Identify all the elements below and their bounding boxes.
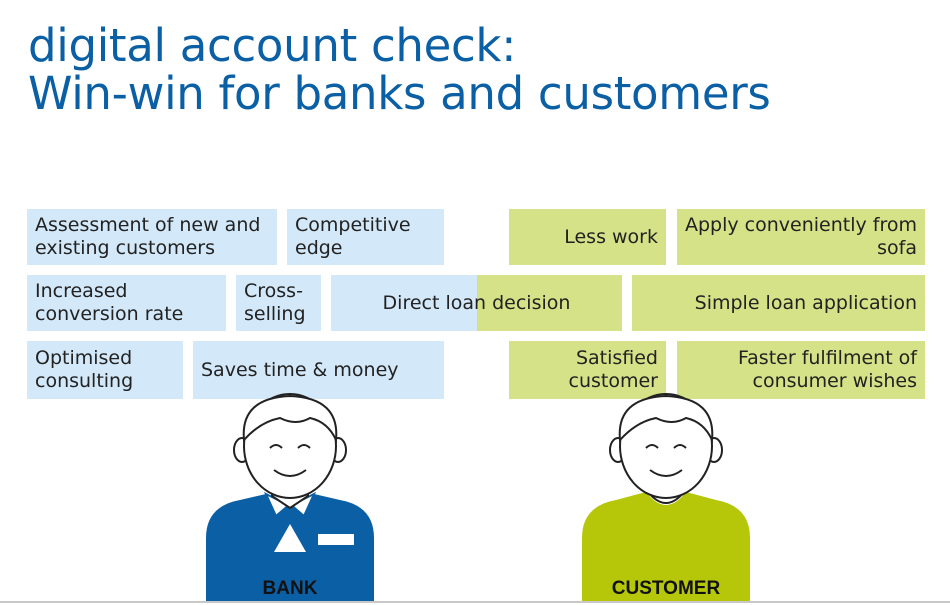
customer-benefit-satisfied: Satisfied customer <box>509 341 666 399</box>
customer-benefit-less-work-text: Less work <box>564 225 658 248</box>
bank-benefit-competitive-edge-text: Competitive edge <box>295 214 411 259</box>
bank-benefit-saves-time: Saves time & money <box>193 341 444 399</box>
bank-benefit-cross-selling-text: Cross-selling <box>244 280 306 325</box>
customer-benefit-apply-from-sofa-text: Apply conveniently from sofa <box>685 214 918 259</box>
bank-benefit-assessment-text: Assessment of new and existing customers <box>35 214 261 259</box>
customer-benefit-faster-fulfilment-text: Faster fulfilment of consumer wishes <box>737 347 917 392</box>
customer-body <box>582 492 750 602</box>
title-line-2: Win-win for banks and customers <box>28 67 771 120</box>
slide-title: digital account check: Win-win for banks… <box>28 22 771 118</box>
bank-benefit-competitive-edge: Competitive edge <box>287 209 444 265</box>
slide-bottom-divider <box>0 601 950 603</box>
shared-benefit-direct-loan-decision-text: Direct loan decision <box>382 291 571 314</box>
title-line-1: digital account check: <box>28 19 517 72</box>
customer-benefit-apply-from-sofa: Apply conveniently from sofa <box>677 209 925 265</box>
shared-benefit-direct-loan-decision: Direct loan decision <box>331 275 622 331</box>
customer-benefit-faster-fulfilment: Faster fulfilment of consumer wishes <box>677 341 925 399</box>
bank-employee-hair <box>242 394 338 444</box>
bank-benefit-conversion-rate-text: Increased conversion rate <box>35 280 184 325</box>
bank-benefit-consulting: Optimised consulting <box>27 341 183 399</box>
bank-benefit-consulting-text: Optimised consulting <box>35 347 134 392</box>
bank-employee-figure: BANK <box>206 393 374 602</box>
customer-benefit-less-work: Less work <box>509 209 666 265</box>
bank-label: BANK <box>263 578 318 599</box>
tie-icon <box>274 524 306 552</box>
customer-label: CUSTOMER <box>612 578 721 599</box>
bank-benefit-conversion-rate: Increased conversion rate <box>27 275 226 331</box>
customer-benefit-simple-loan-text: Simple loan application <box>694 291 917 314</box>
bank-benefit-saves-time-text: Saves time & money <box>201 358 399 381</box>
bank-benefit-cross-selling: Cross-selling <box>236 275 321 331</box>
bank-benefit-assessment: Assessment of new and existing customers <box>27 209 277 265</box>
customer-figure: CUSTOMER <box>582 393 750 602</box>
customer-benefit-simple-loan: Simple loan application <box>632 275 925 331</box>
customer-hair <box>618 394 714 444</box>
name-badge-icon <box>318 534 354 545</box>
customer-benefit-satisfied-text: Satisfied customer <box>568 347 658 392</box>
